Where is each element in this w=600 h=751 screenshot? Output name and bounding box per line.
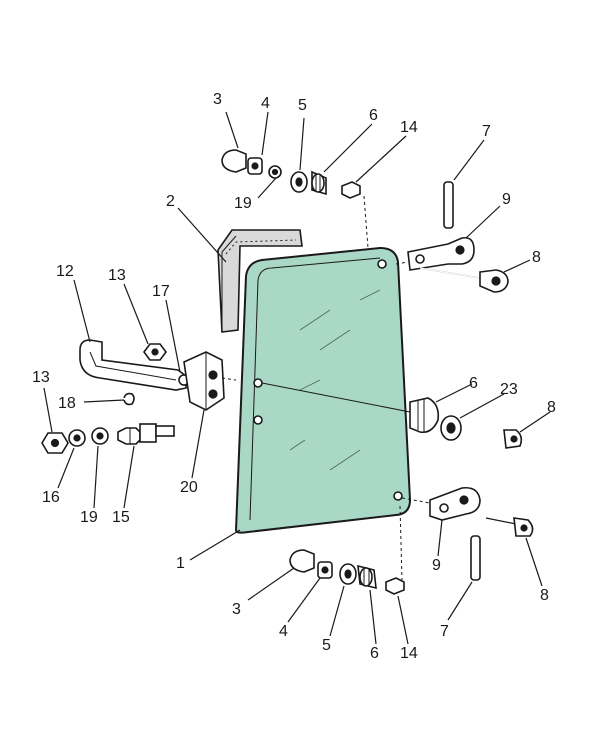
seal-channel-part	[217, 229, 303, 333]
glass-hole	[393, 491, 403, 501]
callout-8-mid: 8	[547, 399, 556, 416]
callout-9-upper: 9	[502, 191, 511, 208]
callout-12: 12	[56, 263, 74, 280]
callout-7-upper: 7	[482, 123, 491, 140]
callout-8-upper: 8	[532, 249, 541, 266]
callout-17: 17	[152, 283, 170, 300]
callout-7-lower: 7	[440, 623, 449, 640]
callout-8-lower: 8	[540, 587, 549, 604]
callout-6-upper: 6	[369, 107, 378, 124]
glass-hole	[253, 415, 263, 425]
callout-14-lower: 14	[400, 645, 418, 662]
callout-4-lower: 4	[279, 623, 288, 640]
glass-hole	[253, 378, 263, 388]
callout-1: 1	[176, 555, 185, 572]
callout-labels: 3 4 5 6 14 7 19 2 9 8 12 13 17 6 23 8 13…	[32, 91, 556, 662]
callout-6-lower: 6	[370, 645, 379, 662]
glass-hole	[377, 259, 387, 269]
callout-3-upper: 3	[213, 91, 222, 108]
callout-16: 16	[42, 489, 60, 506]
callout-19-upper: 19	[234, 195, 252, 212]
callout-14-upper: 14	[400, 119, 418, 136]
callout-leader-lines	[43, 111, 551, 645]
callout-13-lower: 13	[32, 369, 50, 386]
callout-3-lower: 3	[232, 601, 241, 618]
callout-18: 18	[58, 395, 76, 412]
callout-4-upper: 4	[261, 95, 270, 112]
glass-reflection-marks	[289, 289, 381, 471]
callout-13-upper: 13	[108, 267, 126, 284]
right-mid-fixing-parts	[261, 382, 523, 449]
callout-9-lower: 9	[432, 557, 441, 574]
glass-panel	[234, 246, 412, 534]
callout-23: 23	[500, 381, 518, 398]
left-fixing-parts	[41, 339, 237, 454]
callout-5-lower: 5	[322, 637, 331, 654]
callout-5-upper: 5	[298, 97, 307, 114]
callout-15: 15	[112, 509, 130, 526]
lower-hinge-parts	[289, 486, 534, 595]
callout-6-mid: 6	[469, 375, 478, 392]
callout-20: 20	[180, 479, 198, 496]
upper-hinge-parts	[221, 149, 509, 293]
callout-19-lower: 19	[80, 509, 98, 526]
callout-2: 2	[166, 193, 175, 210]
